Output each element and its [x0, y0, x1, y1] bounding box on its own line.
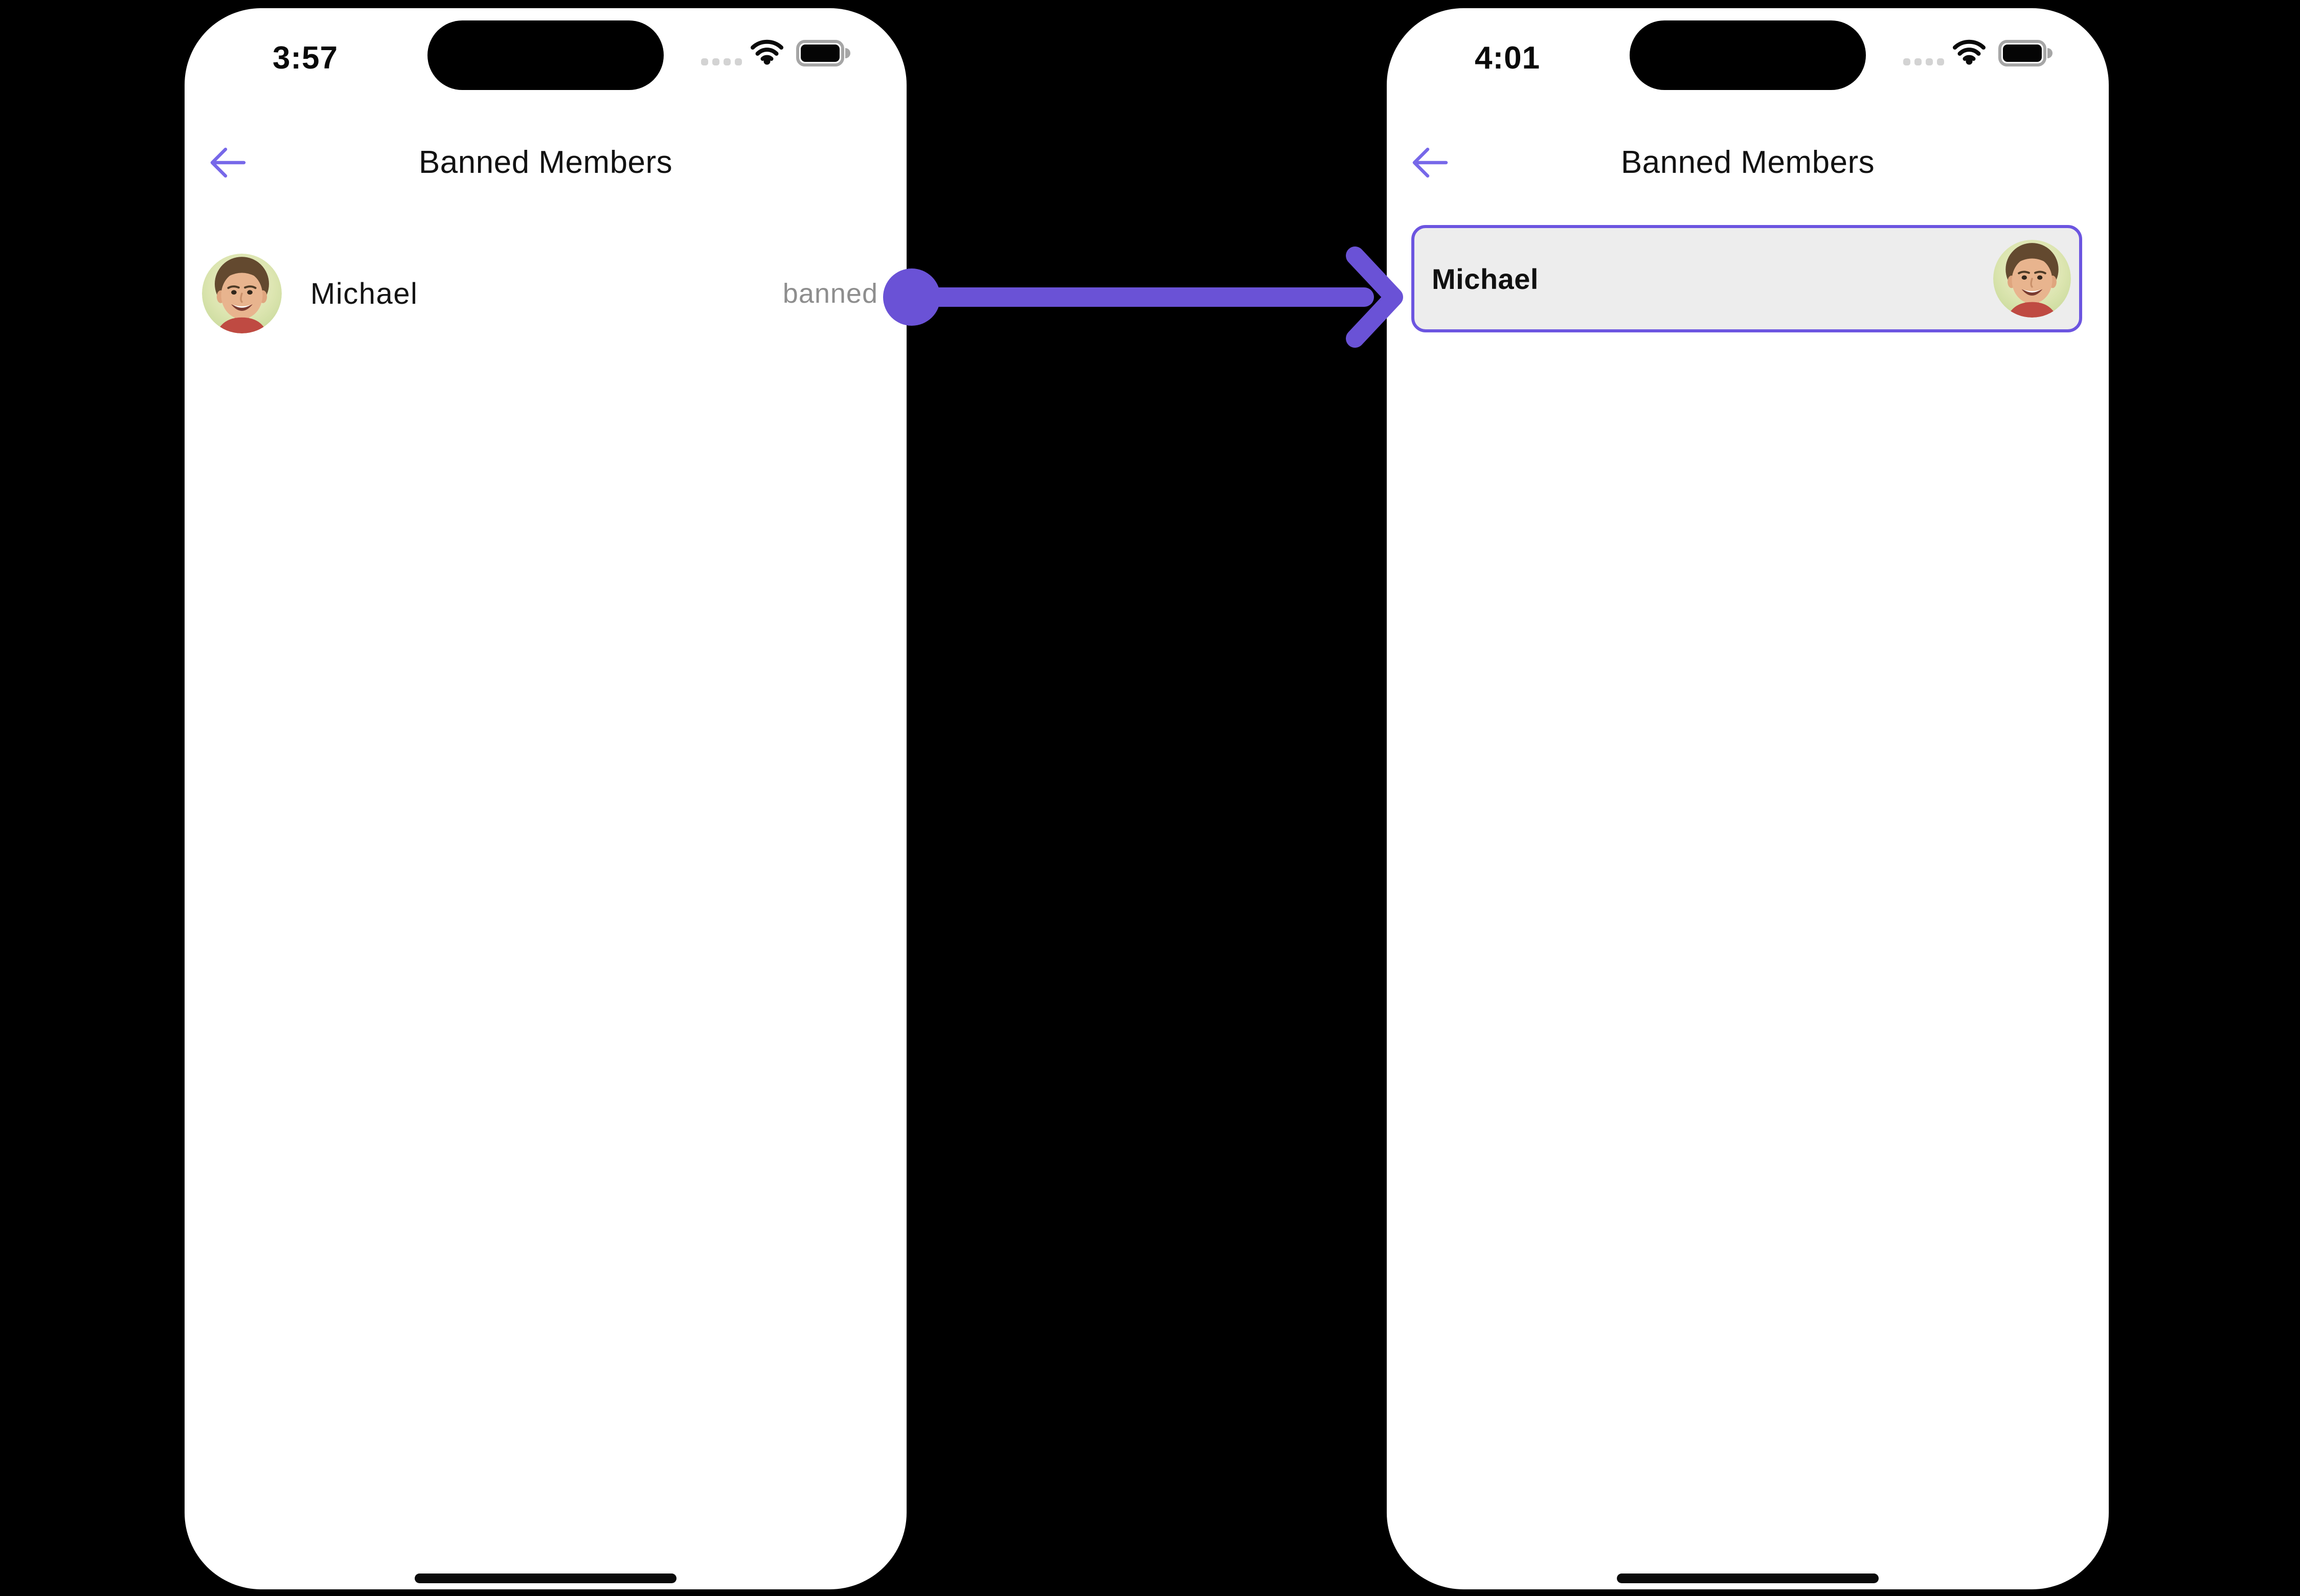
member-avatar [1993, 240, 2071, 318]
banned-status-label: banned [782, 278, 878, 309]
cellular-dots-icon [701, 58, 742, 65]
page-title: Banned Members [1620, 145, 1875, 180]
arrow-left-icon [1412, 147, 1448, 178]
member-avatar [202, 254, 282, 333]
page-title: Banned Members [418, 145, 673, 180]
status-bar: 3:57 [185, 8, 907, 110]
home-indicator[interactable] [415, 1573, 677, 1583]
flow-arrow [883, 246, 1403, 348]
wifi-icon [751, 39, 783, 65]
wifi-icon [1953, 39, 1986, 65]
dynamic-island [1630, 20, 1866, 90]
member-name: Michael [310, 277, 418, 310]
battery-icon [796, 40, 852, 66]
nav-header: Banned Members [185, 136, 907, 197]
status-time: 4:01 [1475, 40, 1541, 76]
phone-left: 3:57 Banned Members [185, 8, 907, 1589]
banned-member-card-selected[interactable]: Michael [1411, 225, 2082, 332]
arrow-left-icon [210, 147, 246, 178]
home-indicator[interactable] [1617, 1573, 1879, 1583]
dynamic-island [427, 20, 664, 90]
banned-member-row[interactable]: Michael banned [185, 237, 907, 350]
nav-header: Banned Members [1387, 136, 2109, 197]
phone-right: 4:01 Banned Members [1387, 8, 2109, 1589]
member-name: Michael [1432, 262, 1539, 295]
status-time: 3:57 [273, 40, 339, 76]
back-button[interactable] [1409, 142, 1450, 183]
cellular-dots-icon [1903, 58, 1944, 65]
back-button[interactable] [207, 142, 248, 183]
battery-icon [1998, 40, 2055, 66]
status-bar: 4:01 [1387, 8, 2109, 110]
